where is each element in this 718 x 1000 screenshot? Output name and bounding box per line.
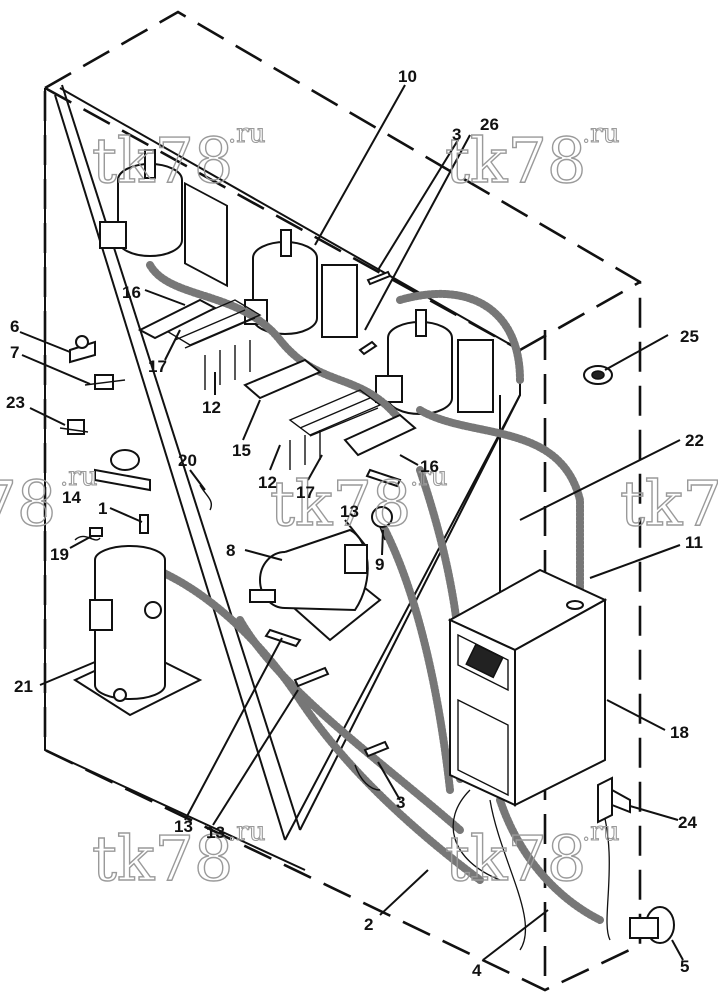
callout-24: 24 (678, 813, 697, 832)
callout-18: 18 (670, 723, 689, 742)
callout-26: 26 (480, 115, 499, 134)
watermark-suffix: .ru (582, 119, 619, 149)
valve-6 (69, 335, 96, 364)
callout-2: 2 (364, 915, 373, 934)
watermark-suffix: .ru (582, 817, 619, 847)
callout-14: 14 (62, 488, 81, 507)
heater-mount-upper (137, 298, 218, 340)
watermark-text: tk78 (620, 467, 718, 540)
callout-9: 9 (375, 555, 384, 574)
callout-6: 6 (10, 317, 19, 336)
watermark-layer: tk78 .ru tk78 .ru tk78 .ru tk78 .ru tk78… (0, 118, 718, 895)
callout-16: 16 (122, 283, 141, 302)
callout-20: 20 (178, 451, 197, 470)
callout-13: 13 (340, 502, 359, 521)
callout-15: 15 (232, 441, 251, 460)
leader-lines (19, 84, 684, 961)
control-box (447, 568, 608, 807)
watermark-text: tk78 (445, 124, 586, 197)
callout-11: 11 (685, 533, 703, 552)
watermark-text: tk78 (445, 822, 586, 895)
callout-17: 17 (148, 357, 167, 376)
valve-7 (84, 374, 126, 390)
compressor (72, 545, 203, 717)
solenoid-valve (94, 449, 151, 492)
watermark-text: tk78 (270, 467, 411, 540)
plug-5 (629, 906, 675, 944)
callout-22: 22 (685, 431, 704, 450)
callout-16: 16 (420, 457, 439, 476)
watermark-suffix: .ru (410, 462, 447, 492)
callout-3: 3 (396, 793, 405, 812)
condenser-motor (249, 528, 382, 642)
cable-harness (126, 261, 611, 951)
wire-20 (199, 484, 212, 511)
callout-12: 12 (258, 473, 277, 492)
valve-23 (59, 419, 89, 435)
callout-13: 13 (206, 823, 225, 842)
watermark-text: tk78 (92, 822, 233, 895)
callout-19: 19 (50, 545, 69, 564)
heater-mount-middle (243, 358, 322, 400)
watermark-text: tk78 (92, 124, 233, 197)
callout-5: 5 (680, 957, 689, 976)
heater-element-lower (288, 389, 382, 470)
callout-25: 25 (680, 327, 699, 346)
bracket-24 (597, 776, 631, 824)
callout-7: 7 (10, 343, 19, 362)
callout-23: 23 (6, 393, 25, 412)
callout-13: 13 (174, 817, 193, 836)
callout-12: 12 (202, 398, 221, 417)
sensors-13 (264, 468, 402, 688)
watermark-suffix: .ru (228, 817, 265, 847)
fan-motor-1 (99, 149, 228, 288)
callout-8: 8 (226, 541, 235, 560)
callout-1: 1 (98, 499, 107, 518)
sensor-1 (139, 514, 149, 534)
callout-10: 10 (398, 67, 417, 86)
sensor-3-upper (358, 270, 392, 356)
heater-mount-lower (343, 413, 417, 457)
sensor-9 (371, 506, 393, 541)
clamp-25 (583, 365, 613, 385)
watermark-suffix: .ru (60, 462, 97, 492)
callout-21: 21 (14, 677, 33, 696)
watermark-suffix: .ru (228, 119, 265, 149)
callout-17: 17 (296, 483, 315, 502)
callout-labels: 10 3 26 16 6 7 17 23 12 25 15 20 22 14 1… (6, 67, 704, 980)
watermark-text: tk78 (0, 467, 56, 540)
callout-3: 3 (452, 125, 461, 144)
fan-motor-3 (375, 309, 494, 415)
sensor-3-lower (354, 740, 390, 791)
callout-4: 4 (472, 961, 482, 980)
